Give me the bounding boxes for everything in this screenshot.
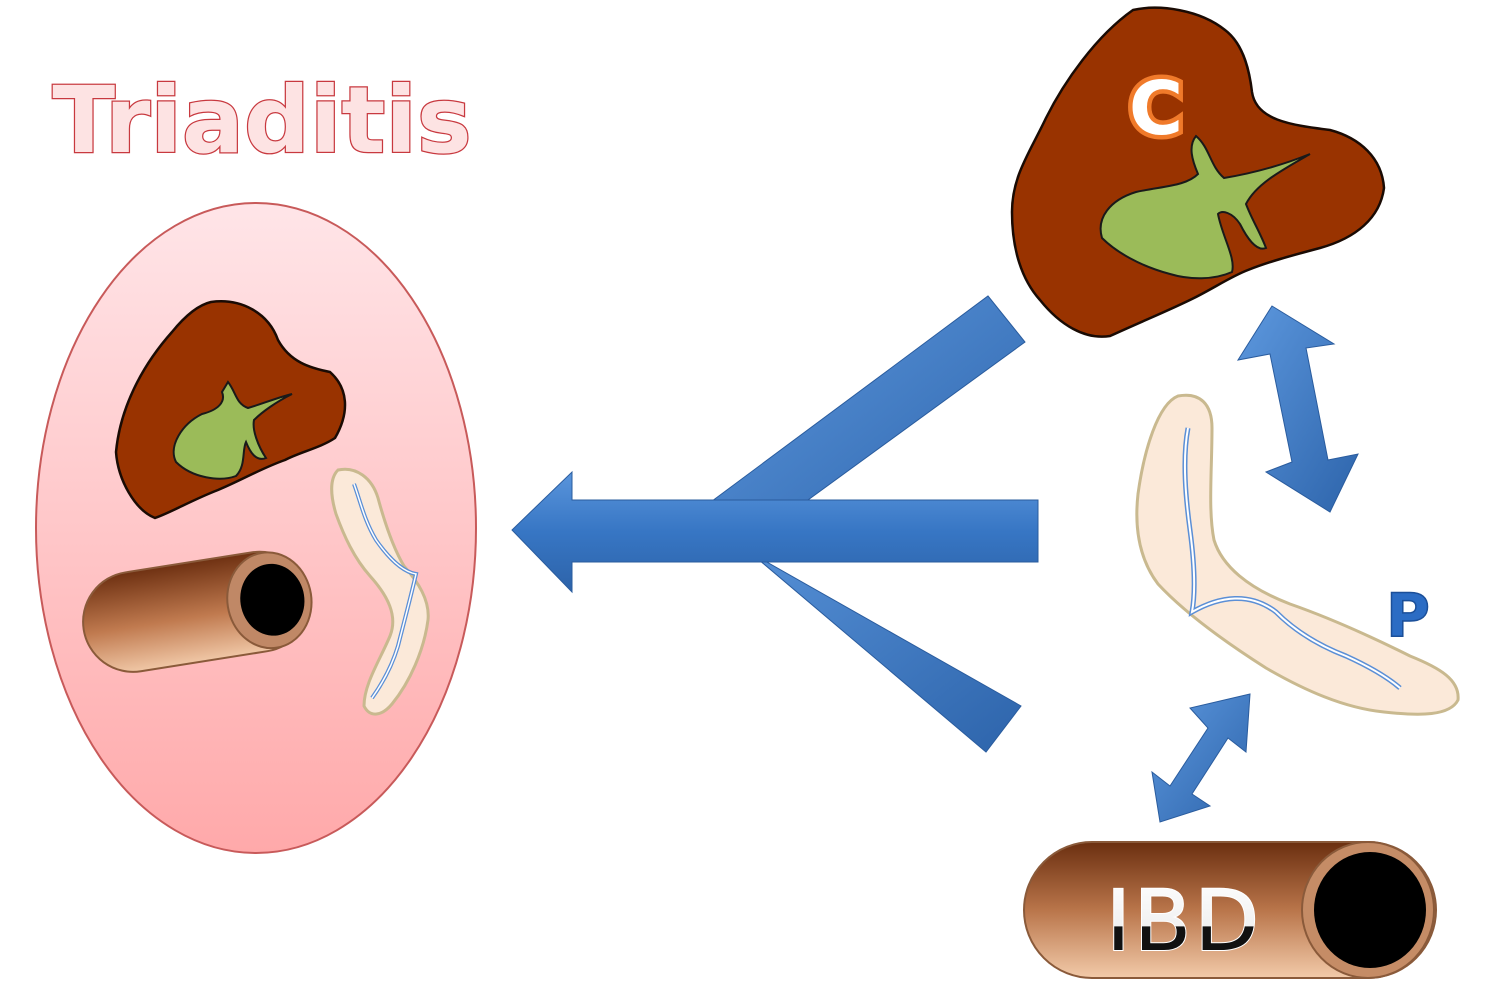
cholangitis-label: C (1129, 66, 1183, 152)
pancreas-ibd-double-arrow (1151, 693, 1251, 823)
triaditis-oval (35, 202, 477, 854)
liver-pancreas-double-arrow (1236, 305, 1359, 513)
converging-arrow (511, 295, 1039, 753)
intestine-icon: IBD (1023, 841, 1437, 979)
svg-text:Triaditis: Triaditis (52, 67, 471, 174)
triaditis-title: Triaditis (51, 66, 473, 176)
pancreas-icon: P (1135, 393, 1460, 716)
gallbladder-icon-small (172, 380, 293, 480)
intestine-icon-small (82, 550, 313, 673)
ibd-label: IBD (1106, 872, 1262, 970)
liver-icon: C (1010, 6, 1386, 338)
gallbladder-icon (1099, 134, 1311, 280)
pancreas-icon-small (330, 467, 430, 716)
intestine-lumen (1314, 852, 1426, 968)
liver-icon-small (114, 300, 347, 520)
pancreatitis-label: P (1386, 581, 1430, 651)
pancreatic-duct (1182, 427, 1402, 690)
